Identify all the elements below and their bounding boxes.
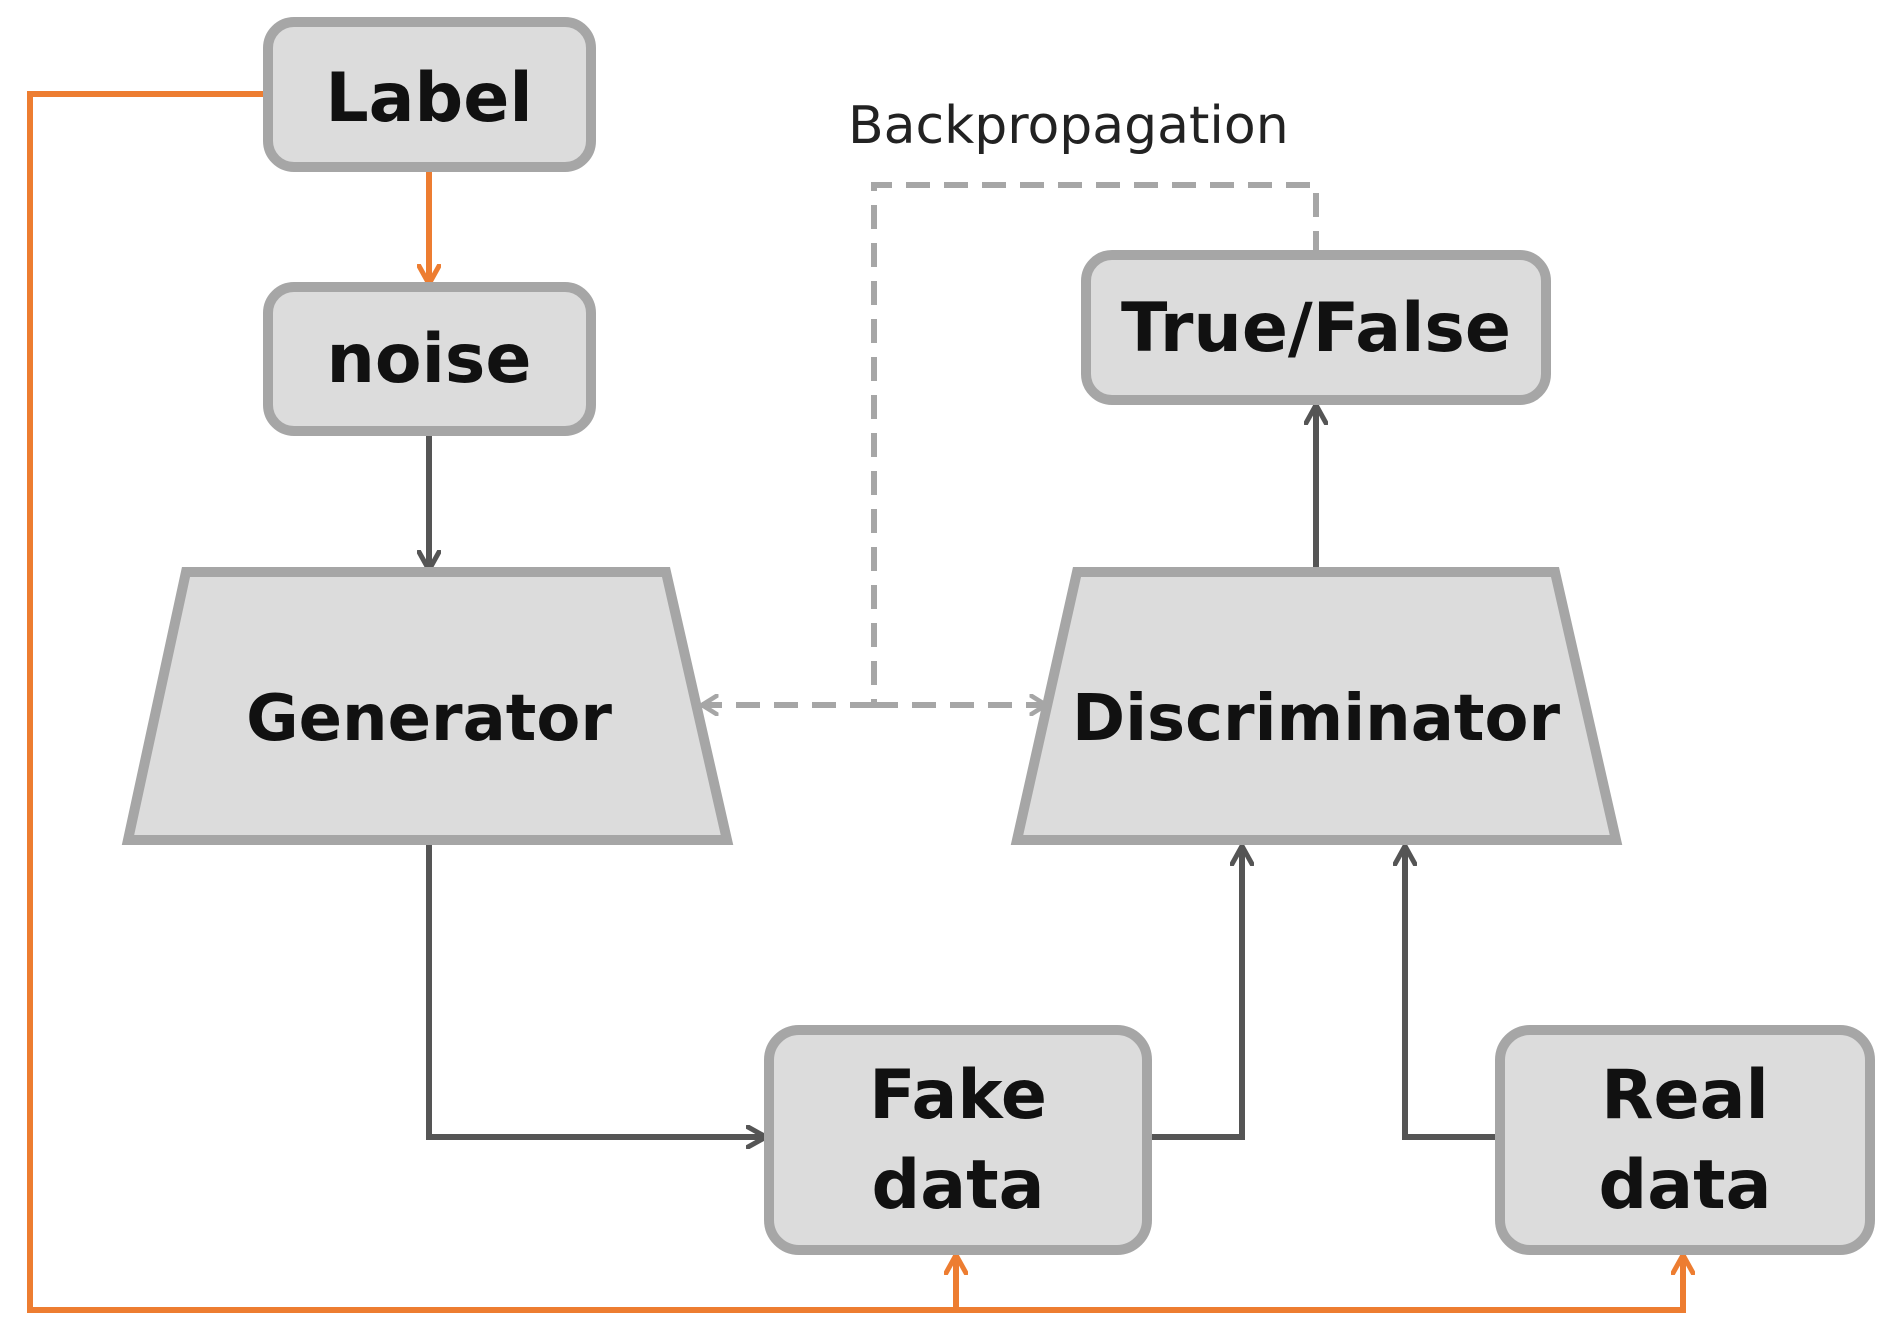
generator-node: Generator [121,567,734,845]
real-data-to-discriminator-arrow [1405,846,1496,1140]
real-data-text-line1: Real [1601,1056,1769,1135]
noise-node-text: noise [326,320,531,399]
noise-node: noise [263,282,596,436]
fake-data-node: Fake data [764,1025,1152,1255]
discriminator-node: Discriminator [1010,567,1623,845]
true-false-node: True/False [1081,250,1551,405]
real-data-node: Real data [1495,1025,1875,1255]
discriminator-node-text: Discriminator [1072,682,1561,756]
fake-data-to-discriminator-arrow [1147,846,1242,1140]
generator-to-fake-data-arrow [426,840,766,1137]
label-node: Label [263,17,596,172]
generator-node-text: Generator [246,682,612,756]
fake-data-text-line2: data [872,1146,1045,1225]
label-feedback-connector [27,91,1683,1313]
real-data-text-line2: data [1599,1146,1772,1225]
backpropagation-label: Backpropagation [848,96,1289,156]
true-false-node-text: True/False [1121,289,1511,368]
label-node-text: Label [325,59,532,138]
fake-data-text-line1: Fake [869,1056,1047,1135]
backpropagation-path [871,182,1319,705]
